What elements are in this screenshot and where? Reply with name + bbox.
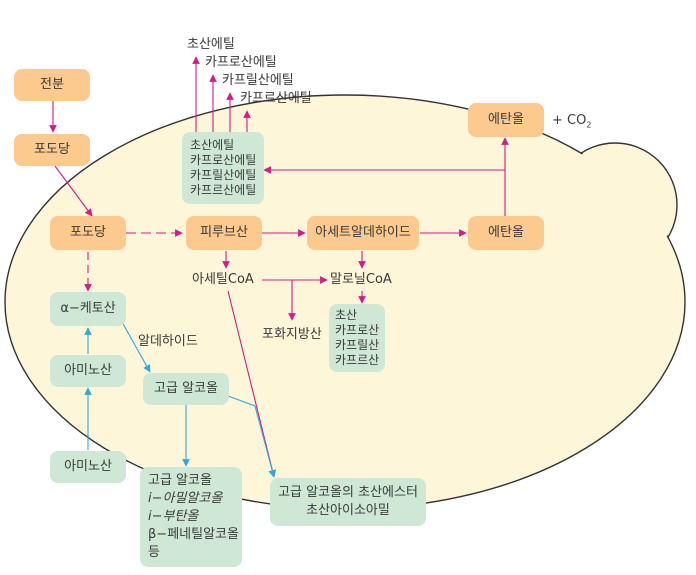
co2-subscript: 2 xyxy=(586,120,592,130)
alpha-ketoacid-node: α−케토산 xyxy=(50,292,126,326)
fatty-acid-item: 초산 xyxy=(335,308,358,322)
ester-out-label: 카프르산에틸 xyxy=(240,91,312,106)
amino-acid-inside-node: 아미노산 xyxy=(50,355,126,387)
arrow-ketoacid-to-higher-alcohol xyxy=(121,321,151,373)
higher-alcohol-item: 고급 알코올 xyxy=(148,472,212,488)
ester-item: 초산에틸 xyxy=(190,138,235,152)
malonyl-coa-label: 말로닐CoA xyxy=(330,272,392,287)
fatty-acids-box: 초산 카프로산 카프릴산 카프르산 xyxy=(329,304,385,372)
fatty-acid-item: 카프릴산 xyxy=(335,338,380,352)
fatty-acid-item: 카프르산 xyxy=(335,353,380,367)
acetate-ester-item: 고급 알코올의 초산에스터 xyxy=(278,484,418,500)
acetaldehyde-node: 아세트알데하이드 xyxy=(307,216,419,250)
ester-item: 카프르산에틸 xyxy=(190,183,257,197)
glucose-outside-node: 포도당 xyxy=(14,134,90,166)
fatty-acid-item: 카프로산 xyxy=(335,323,380,337)
higher-alcohol-node: 고급 알코올 xyxy=(143,373,229,405)
co2-label: + CO2 xyxy=(552,114,591,130)
ester-item: 카프로산에틸 xyxy=(190,153,257,167)
ester-out-label: 초산에틸 xyxy=(187,37,235,52)
higher-alcohol-item: i−부탄올 xyxy=(148,508,199,524)
ethanol-outside-node: 에탄올 xyxy=(468,103,544,137)
higher-alcohol-item: 등 xyxy=(148,545,160,561)
higher-alcohol-item: β−페네틸알코올 xyxy=(148,527,239,543)
acetyl-coa-label: 아세틸CoA xyxy=(192,272,254,287)
acetate-esters-box: 고급 알코올의 초산에스터 초산아이소아밀 xyxy=(270,478,426,526)
ethanol-inside-node: 에탄올 xyxy=(468,216,544,250)
acetate-ester-item: 초산아이소아밀 xyxy=(306,503,390,518)
higher-alcohol-item: i−아밀알코올 xyxy=(148,490,223,506)
ester-out-label: 카프로산에틸 xyxy=(205,55,277,70)
aldehyde-label: 알데하이드 xyxy=(138,334,198,349)
amino-acid-outside-node: 아미노산 xyxy=(50,451,126,483)
glucose-inside-node: 포도당 xyxy=(50,216,126,250)
co2-text: + CO xyxy=(552,113,587,128)
ester-item: 카프릴산에틸 xyxy=(190,168,257,182)
pyruvate-node: 피루브산 xyxy=(186,216,262,250)
ester-out-label: 카프릴산에틸 xyxy=(222,73,294,88)
arrow-higher-alcohol-to-acetate-esters-b xyxy=(254,405,276,478)
arrow-higher-alcohol-to-acetate-esters xyxy=(227,395,256,407)
arrow-glucose-uptake xyxy=(54,165,93,217)
esters-box: 초산에틸 카프로산에틸 카프릴산에틸 카프르산에틸 xyxy=(182,132,264,204)
higher-alcohols-list-box: 고급 알코올 i−아밀알코올 i−부탄올 β−페네틸알코올 등 xyxy=(140,467,242,567)
starch-node: 전분 xyxy=(14,69,90,101)
arrow-acetylcoa-to-acetate-esters xyxy=(227,290,277,478)
saturated-fatty-acid-label: 포화지방산 xyxy=(262,327,322,342)
